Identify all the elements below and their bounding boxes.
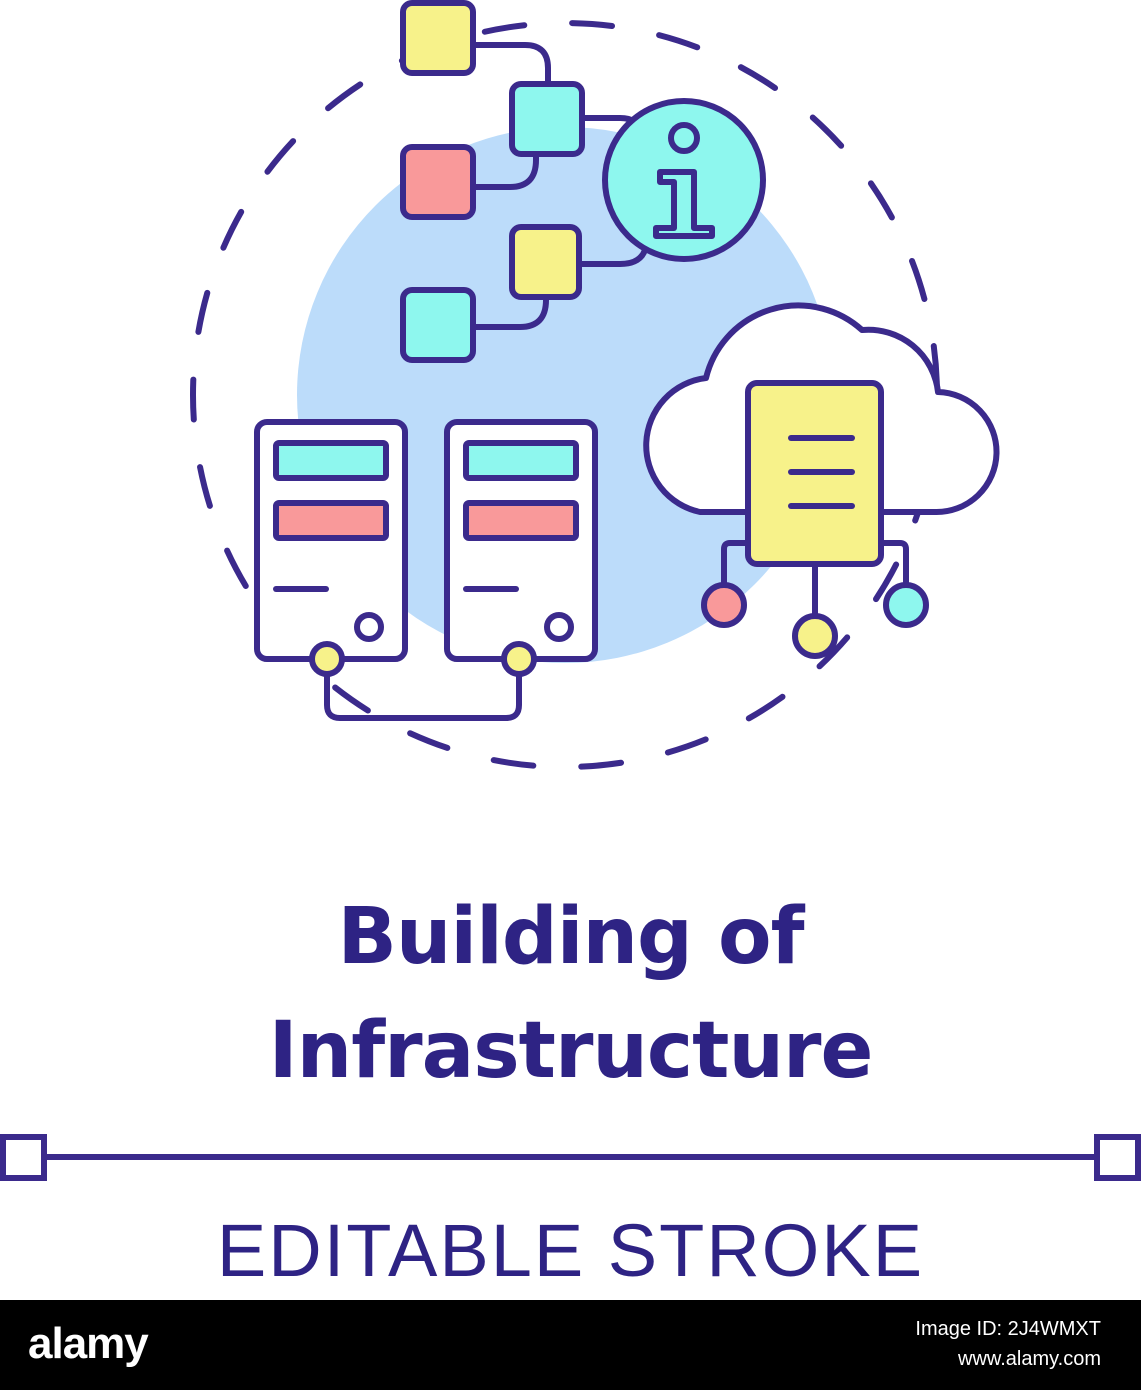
title-line-2: Infrastructure: [268, 1006, 874, 1096]
cloud-document-icon: [643, 302, 1000, 659]
flow-node-yellow-top: [400, 0, 476, 76]
watermark-image-id: Image ID: 2J4WMXT: [915, 1318, 1101, 1340]
server-link: [324, 672, 522, 721]
cloud-network-lines: [721, 540, 909, 615]
background-circle: [297, 127, 833, 663]
server-right: [444, 419, 598, 662]
server-left: [254, 419, 408, 662]
cloud-node-yellow: [792, 613, 838, 659]
watermark-bar: [0, 1300, 1141, 1390]
info-icon: [602, 98, 766, 262]
flow-node-pink: [400, 144, 476, 220]
stroke-handle-right: [1094, 1134, 1141, 1181]
server-port-left: [309, 641, 345, 677]
server-icon: [254, 419, 598, 721]
cloud-node-cyan: [883, 582, 929, 628]
editable-stroke-bar: [0, 1134, 1141, 1181]
cloud-node-pink: [701, 582, 747, 628]
infrastructure-illustration: [0, 0, 1141, 1181]
watermark-site: www.alamy.com: [958, 1348, 1101, 1370]
editable-stroke-caption: EDITABLE STROKE: [216, 1209, 925, 1292]
flowchart-icon: [400, 0, 585, 363]
server-port-right: [501, 641, 537, 677]
flow-node-cyan: [509, 81, 585, 157]
title-line-1: Building of: [337, 892, 804, 982]
flow-node-yellow-mid: [509, 224, 582, 300]
watermark-info: Image ID: 2J4WMXT www.alamy.com: [915, 1314, 1101, 1374]
flow-node-cyan-bottom: [400, 287, 476, 363]
watermark-logo: alamy: [28, 1319, 149, 1368]
stroke-handle-left: [0, 1134, 47, 1181]
